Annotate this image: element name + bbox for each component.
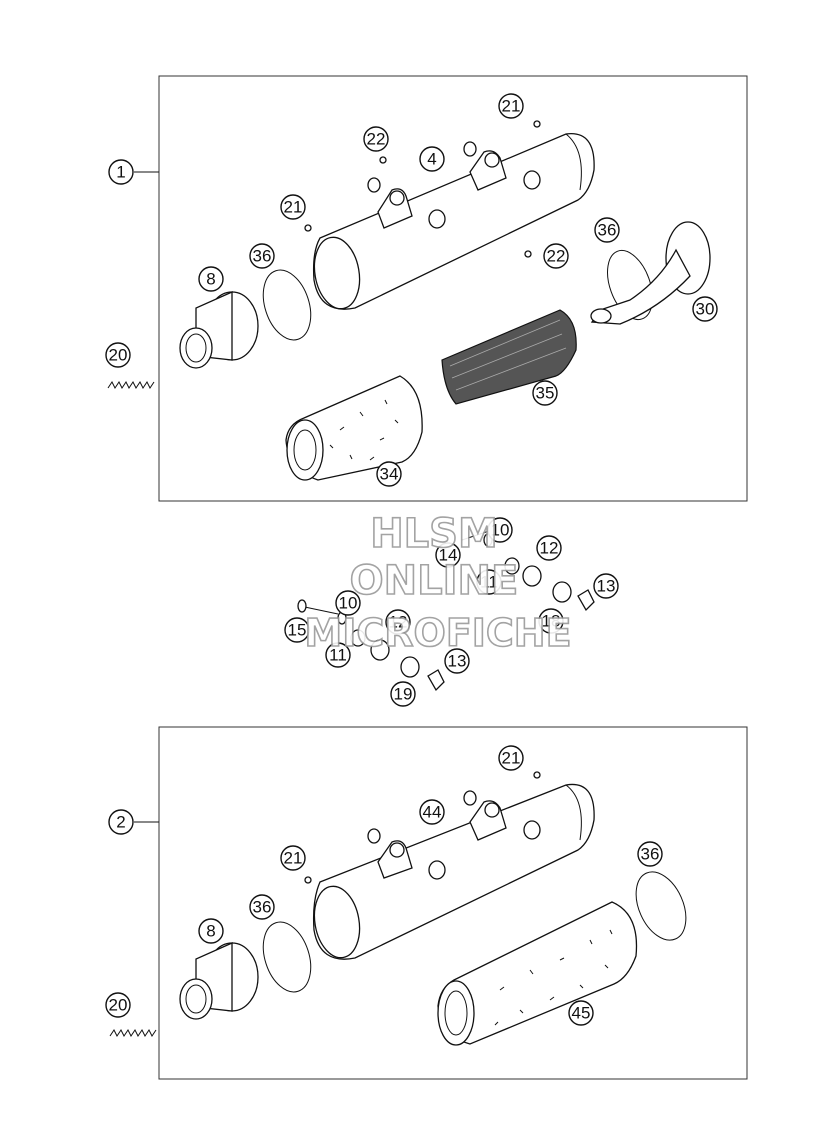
svg-text:21: 21: [502, 97, 521, 116]
svg-text:34: 34: [380, 465, 399, 484]
svg-text:15: 15: [288, 621, 307, 640]
callout-11-middle-left: 11: [325, 642, 351, 668]
spring-20: [107, 381, 155, 389]
callout-20-a2: 20: [105, 992, 131, 1018]
callout-21-a1-left: 21: [280, 194, 306, 220]
svg-text:10: 10: [491, 521, 510, 540]
end-cap-8: [179, 290, 259, 369]
svg-text:ONLINE: ONLINE: [350, 558, 519, 604]
assembly-2-frame: [158, 726, 748, 1080]
svg-text:4: 4: [427, 150, 436, 169]
svg-text:14: 14: [439, 546, 458, 565]
svg-text:22: 22: [367, 130, 386, 149]
assembly-1-frame: [158, 75, 748, 502]
callout-44-a2: 44: [419, 799, 445, 825]
callout-21-a2-left: 21: [280, 845, 306, 871]
callout-35-a1: 35: [532, 380, 558, 406]
gasket-36-left-assembly-2: [262, 921, 312, 993]
spring-20-assembly-2: [109, 1029, 157, 1037]
svg-text:8: 8: [206, 922, 215, 941]
callout-22-a1-top: 22: [363, 126, 389, 152]
muffler-body-4: [312, 133, 595, 310]
inlet-pipe-30: [590, 221, 711, 325]
svg-text:21: 21: [502, 749, 521, 768]
gasket-36-left: [262, 269, 312, 341]
svg-text:21: 21: [284, 198, 303, 217]
svg-text:18: 18: [542, 612, 561, 631]
packing-35: [441, 309, 577, 405]
assembly-1-callout: 1: [108, 159, 134, 185]
svg-text:HLSM: HLSM: [370, 511, 498, 557]
svg-text:12: 12: [389, 613, 408, 632]
end-cap-8-assembly-2: [179, 941, 259, 1020]
svg-text:36: 36: [253, 898, 272, 917]
svg-text:1: 1: [116, 163, 125, 182]
svg-text:44: 44: [423, 803, 442, 822]
svg-text:11: 11: [480, 573, 498, 592]
svg-text:45: 45: [572, 1004, 591, 1023]
gasket-36-right-assembly-2: [635, 871, 687, 941]
insert-34: [285, 375, 423, 481]
callout-11-middle-top: 11: [476, 569, 502, 595]
callout-36-a1-right: 36: [594, 217, 620, 243]
callout-13-middle-right: 13: [593, 573, 619, 599]
svg-text:35: 35: [536, 384, 555, 403]
callout-10-middle-left: 10: [335, 590, 361, 616]
insert-45: [437, 901, 638, 1046]
watermark: HLSM ONLINE MICROFICHE: [304, 510, 573, 656]
svg-text:11: 11: [329, 646, 347, 665]
callout-45-a2: 45: [568, 1000, 594, 1026]
callout-30-a1: 30: [692, 296, 718, 322]
callout-12-middle-top: 12: [536, 535, 562, 561]
svg-text:21: 21: [284, 849, 303, 868]
svg-text:8: 8: [206, 270, 215, 289]
svg-text:19: 19: [394, 685, 413, 704]
callout-19-middle: 19: [390, 681, 416, 707]
callout-36-a1-left: 36: [249, 243, 275, 269]
gasket-36-right: [607, 249, 653, 321]
svg-text:36: 36: [253, 247, 272, 266]
callout-21-a1-top: 21: [498, 93, 524, 119]
callout-36-a2-right: 36: [637, 841, 663, 867]
callout-10-middle-top: 10: [487, 517, 513, 543]
mounting-hardware: [297, 527, 595, 692]
svg-text:13: 13: [597, 577, 616, 596]
svg-text:12: 12: [540, 539, 559, 558]
callout-15-middle: 15: [284, 617, 310, 643]
callout-13-middle-bottom: 13: [444, 648, 470, 674]
svg-text:2: 2: [116, 813, 125, 832]
callout-21-a2-top: 21: [498, 745, 524, 771]
svg-text:MICROFICHE: MICROFICHE: [304, 611, 571, 655]
svg-text:30: 30: [696, 300, 715, 319]
svg-text:20: 20: [109, 346, 128, 365]
svg-text:10: 10: [339, 594, 358, 613]
svg-text:36: 36: [598, 221, 617, 240]
callout-18-middle: 18: [538, 608, 564, 634]
muffler-body-44: [312, 783, 595, 960]
callout-4-a1: 4: [419, 146, 445, 172]
callout-20-a1: 20: [105, 342, 131, 368]
callout-36-a2-left: 36: [249, 894, 275, 920]
svg-text:22: 22: [547, 247, 566, 266]
callout-14-middle: 14: [435, 542, 461, 568]
svg-text:20: 20: [109, 996, 128, 1015]
svg-text:36: 36: [641, 845, 660, 864]
callout-8-a2: 8: [198, 918, 224, 944]
callout-12-middle-left: 12: [385, 609, 411, 635]
callout-34-a1: 34: [376, 461, 402, 487]
assembly-2-callout: 2: [108, 809, 134, 835]
callout-22-a1-right: 22: [543, 243, 569, 269]
callout-8-a1: 8: [198, 266, 224, 292]
svg-text:13: 13: [448, 652, 467, 671]
